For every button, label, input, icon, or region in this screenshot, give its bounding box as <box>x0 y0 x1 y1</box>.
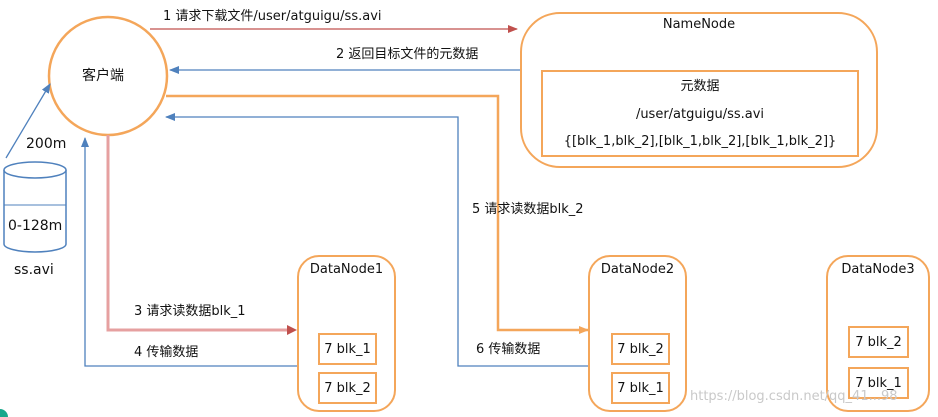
step-4-label: 4 传输数据 <box>134 345 199 360</box>
datanode1-block-2: 7 blk_2 <box>318 372 377 404</box>
file-segment-label: 0-128m <box>8 218 63 234</box>
file-cylinder <box>3 161 67 253</box>
arrow-step-4 <box>81 137 297 367</box>
arrow-step-5 <box>166 94 589 334</box>
metadata-box <box>541 70 859 157</box>
client-label: 客户端 <box>82 68 124 84</box>
step-2-label: 2 返回目标文件的元数据 <box>336 47 479 62</box>
datanode1-block-1: 7 blk_1 <box>318 333 377 365</box>
arrow-file-to-client <box>5 83 51 159</box>
datanode3-block-2: 7 blk_1 <box>848 367 909 399</box>
step-5-label: 5 请求读数据blk_2 <box>472 202 584 217</box>
step-6-label: 6 传输数据 <box>476 342 541 357</box>
datanode3-title: DataNode3 <box>841 262 915 277</box>
arrow-step-3 <box>106 135 287 332</box>
arrow-step-6 <box>165 113 588 367</box>
datanode3-block-1: 7 blk_2 <box>848 326 909 358</box>
step-3-label: 3 请求读数据blk_1 <box>134 304 246 319</box>
step-1-label: 1 请求下载文件/user/atguigu/ss.avi <box>163 9 382 24</box>
file-name-label: ss.avi <box>14 262 54 278</box>
datanode2-title: DataNode2 <box>600 262 675 277</box>
namenode-title: NameNode <box>662 17 736 32</box>
datanode1-title: DataNode1 <box>309 262 384 277</box>
file-size-label: 200m <box>26 136 67 152</box>
metadata-blocks: {[blk_1,blk_2],[blk_1,blk_2],[blk_1,blk_… <box>563 134 837 149</box>
metadata-title: 元数据 <box>680 79 720 94</box>
datanode2-block-1: 7 blk_2 <box>611 333 670 365</box>
metadata-path: /user/atguigu/ss.avi <box>635 107 765 122</box>
datanode2-block-2: 7 blk_1 <box>611 372 670 404</box>
watermark-text: https://blog.csdn.net/qq_41...98 <box>690 389 898 404</box>
